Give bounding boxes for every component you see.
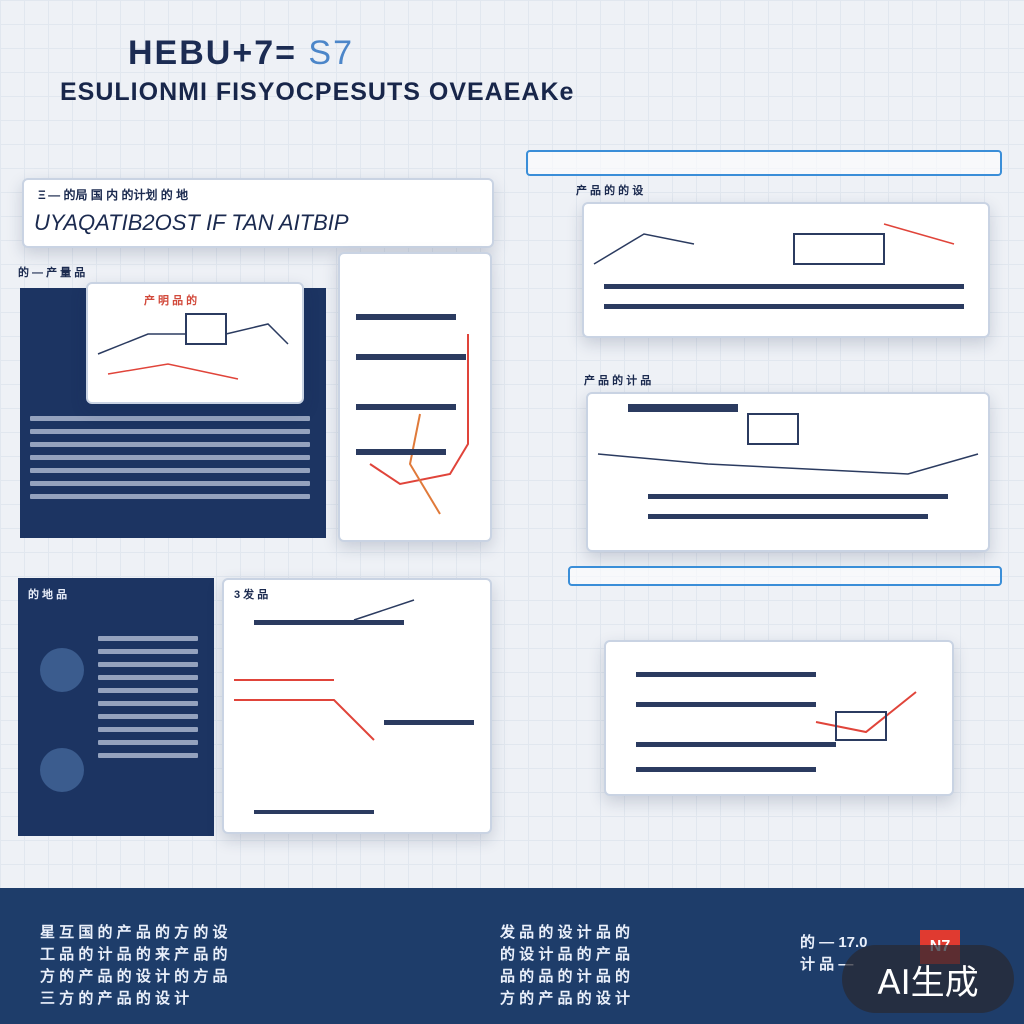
page-title: HEBU+7= S7 bbox=[128, 34, 355, 72]
right-diagram-1 bbox=[593, 223, 964, 309]
blue-bar-bottom bbox=[568, 566, 1002, 586]
navy-card-title: 的 地 品 bbox=[28, 589, 68, 601]
banner-line2: UYAQATIB2OST IF TAN AITBIP bbox=[34, 210, 349, 235]
ai-watermark: AI生成 bbox=[842, 945, 1014, 1013]
blue-bar-top bbox=[526, 150, 1002, 176]
right-label-mid: 产 品 的 计 品 bbox=[584, 375, 652, 387]
card-label: 产 明 品 的 bbox=[144, 295, 198, 307]
right-panel-3 bbox=[604, 640, 954, 796]
flow-diagram bbox=[356, 314, 469, 515]
banner-panel: Ξ — 的局 国 内 的计划 的 地 UYAQATIB2OST IF TAN A… bbox=[22, 178, 494, 248]
header: HEBU+7= S7 ESULIONMI FISYOCPESUTS OVEAEA… bbox=[0, 0, 1024, 140]
right-diagram-2 bbox=[597, 404, 979, 519]
section-label: 的 — 产 量 品 bbox=[18, 267, 86, 279]
footer-col2: 发 品 的 设 计 品 的的 设 计 品 的 产 品品 的 品 的 计 品 的方… bbox=[500, 924, 631, 1007]
chart-panel-diagram bbox=[234, 599, 474, 814]
right-diagram-3 bbox=[636, 672, 917, 772]
card-diagram bbox=[97, 313, 289, 380]
circle-icon bbox=[40, 748, 84, 792]
right-label-top: 产 品 的 的 设 bbox=[576, 185, 644, 197]
flow-panel bbox=[338, 252, 492, 542]
chart-panel-label: 3 发 品 bbox=[234, 589, 269, 601]
banner-line1: Ξ — 的局 国 内 的计划 的 地 bbox=[38, 188, 189, 202]
navy-text bbox=[30, 408, 310, 507]
footer-col1: 星 互 国 的 产 品 的 方 的 设工 品 的 计 品 的 来 产 品 的方 … bbox=[40, 924, 228, 1007]
page-subtitle: ESULIONMI FISYOCPESUTS OVEAEAKe bbox=[60, 78, 575, 106]
circle-icon bbox=[40, 648, 84, 692]
diagram-card: 产 明 品 的 bbox=[86, 282, 304, 404]
navy-card-bottom: 的 地 品 bbox=[18, 578, 214, 836]
right-panel-2 bbox=[586, 392, 990, 552]
chart-panel: 3 发 品 bbox=[222, 578, 492, 834]
right-panel-1 bbox=[582, 202, 990, 338]
